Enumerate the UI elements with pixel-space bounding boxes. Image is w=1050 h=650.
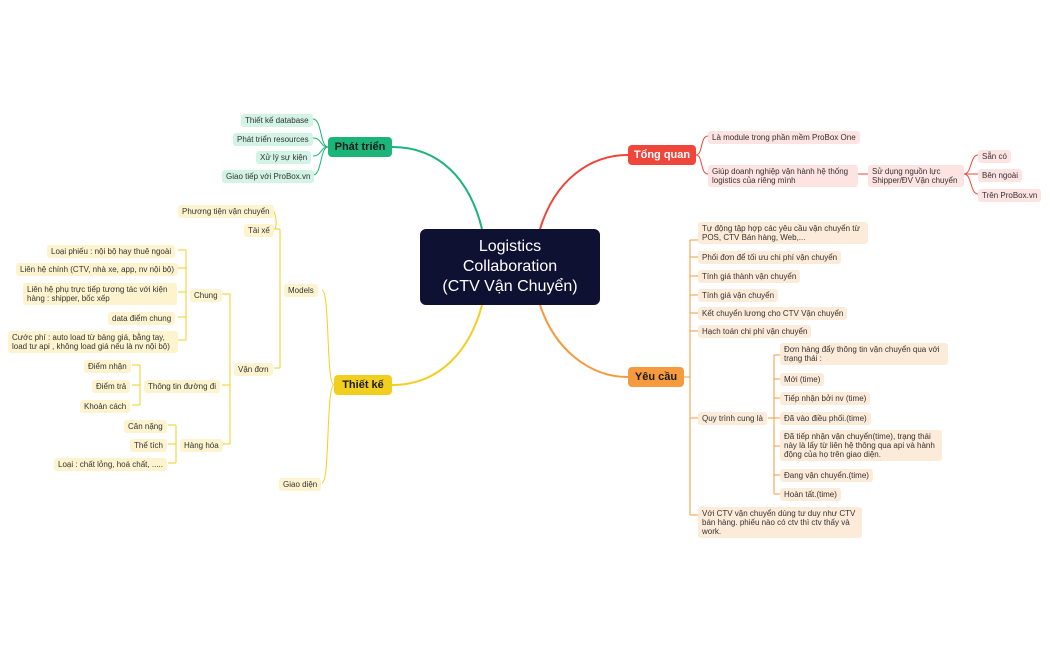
chung-item[interactable]: Loại phiếu : nội bộ hay thuê ngoài [47,245,176,258]
phat-trien-item[interactable]: Thiết kế database [241,114,313,127]
model-tai-xe[interactable]: Tài xế [244,224,274,237]
yeu-cau-item[interactable]: Tính giá thành vận chuyển [698,270,801,283]
van-don-hang-hoa[interactable]: Hàng hóa [180,439,223,452]
process-step[interactable]: Mới (time) [780,373,825,386]
yeu-cau-item[interactable]: Với CTV vận chuyển dùng tư duy như CTV b… [698,507,862,538]
tong-quan-item[interactable]: Giúp doanh nghiệp vận hành hệ thống logi… [708,165,858,187]
process-step[interactable]: Đang vận chuyển.(time) [780,469,873,482]
yeu-cau-item[interactable]: Phối đơn để tối ưu chi phí vận chuyển [698,251,842,264]
chung-item[interactable]: data điểm chung [108,312,176,325]
van-don-chung[interactable]: Chung [190,289,222,302]
chung-item[interactable]: Liên hệ phụ trực tiếp tương tác với kiện… [23,283,177,305]
thong-tin-item[interactable]: Điểm nhận [84,360,131,373]
edge-thiet-ke [391,304,483,386]
model-phuong-tien[interactable]: Phương tiện vận chuyển [178,205,274,218]
branch-phat-trien[interactable]: Phát triển [328,137,392,157]
branch-yeu-cau[interactable]: Yêu cầu [628,367,684,387]
branch-thiet-ke[interactable]: Thiết kế [334,375,392,395]
hang-hoa-item[interactable]: Cân nặng [124,420,167,433]
yeu-cau-process[interactable]: Quy trình cung là [698,412,767,425]
yeu-cau-item[interactable]: Kết chuyển lương cho CTV Vận chuyển [698,307,848,320]
process-step[interactable]: Hoàn tất.(time) [780,488,841,501]
process-step[interactable]: Tiếp nhận bởi nv (time) [780,392,871,405]
thiet-ke-models[interactable]: Models [284,284,318,297]
tong-quan-sub[interactable]: Sử dụng nguồn lực Shipper/ĐV Vận chuyển [868,165,964,187]
edge-phat-trien [391,146,483,230]
tong-quan-sub-item[interactable]: Bên ngoài [978,169,1023,182]
central-topic-line3: (CTV Vận Chuyển) [442,278,578,295]
branch-tong-quan[interactable]: Tổng quan [628,145,696,165]
chung-item[interactable]: Cước phí : auto load từ bảng giá, bằng t… [8,331,178,353]
hang-hoa-item[interactable]: Thể tích [130,439,167,452]
process-step[interactable]: Đã vào điều phối.(time) [780,412,871,425]
yeu-cau-item[interactable]: Hạch toán chi phí vận chuyển [698,325,812,338]
phat-trien-item[interactable]: Phát triển resources [233,133,313,146]
model-van-don[interactable]: Vận đơn [234,363,273,376]
central-topic[interactable]: Logistics Collaboration (CTV Vận Chuyển) [420,229,600,305]
chung-item[interactable]: Liên hệ chính (CTV, nhà xe, app, nv nội … [16,263,179,276]
process-step[interactable]: Đơn hàng đẩy thông tin vận chuyển qua vớ… [780,343,948,365]
phat-trien-item[interactable]: Xử lý sự kiện [256,151,312,164]
thiet-ke-giao-dien[interactable]: Giao diện [279,478,322,491]
yeu-cau-item[interactable]: Tính giá vận chuyển [698,289,779,302]
central-topic-line2: Collaboration [462,258,558,275]
edge-tong-quan [539,154,629,230]
tong-quan-item[interactable]: Là module trong phần mềm ProBox One [708,131,860,144]
van-don-thong-tin[interactable]: Thông tin đường đi [144,380,220,393]
thong-tin-item[interactable]: Khoản cách [80,400,131,413]
edge-yeu-cau [539,304,629,378]
phat-trien-item[interactable]: Giao tiếp với ProBox.vn [222,170,315,183]
tong-quan-sub-item[interactable]: Trên ProBox.vn [978,189,1042,202]
thong-tin-item[interactable]: Điểm trả [92,380,131,393]
yeu-cau-item[interactable]: Tự động tập hợp các yêu cầu vận chuyển t… [698,222,868,244]
process-step[interactable]: Đã tiếp nhận vận chuyển(time), trạng thá… [780,430,942,461]
hang-hoa-item[interactable]: Loại : chất lỏng, hoá chất, ..... [54,458,167,471]
tong-quan-sub-item[interactable]: Sẵn có [978,150,1011,163]
central-topic-line1: Logistics [478,238,542,255]
